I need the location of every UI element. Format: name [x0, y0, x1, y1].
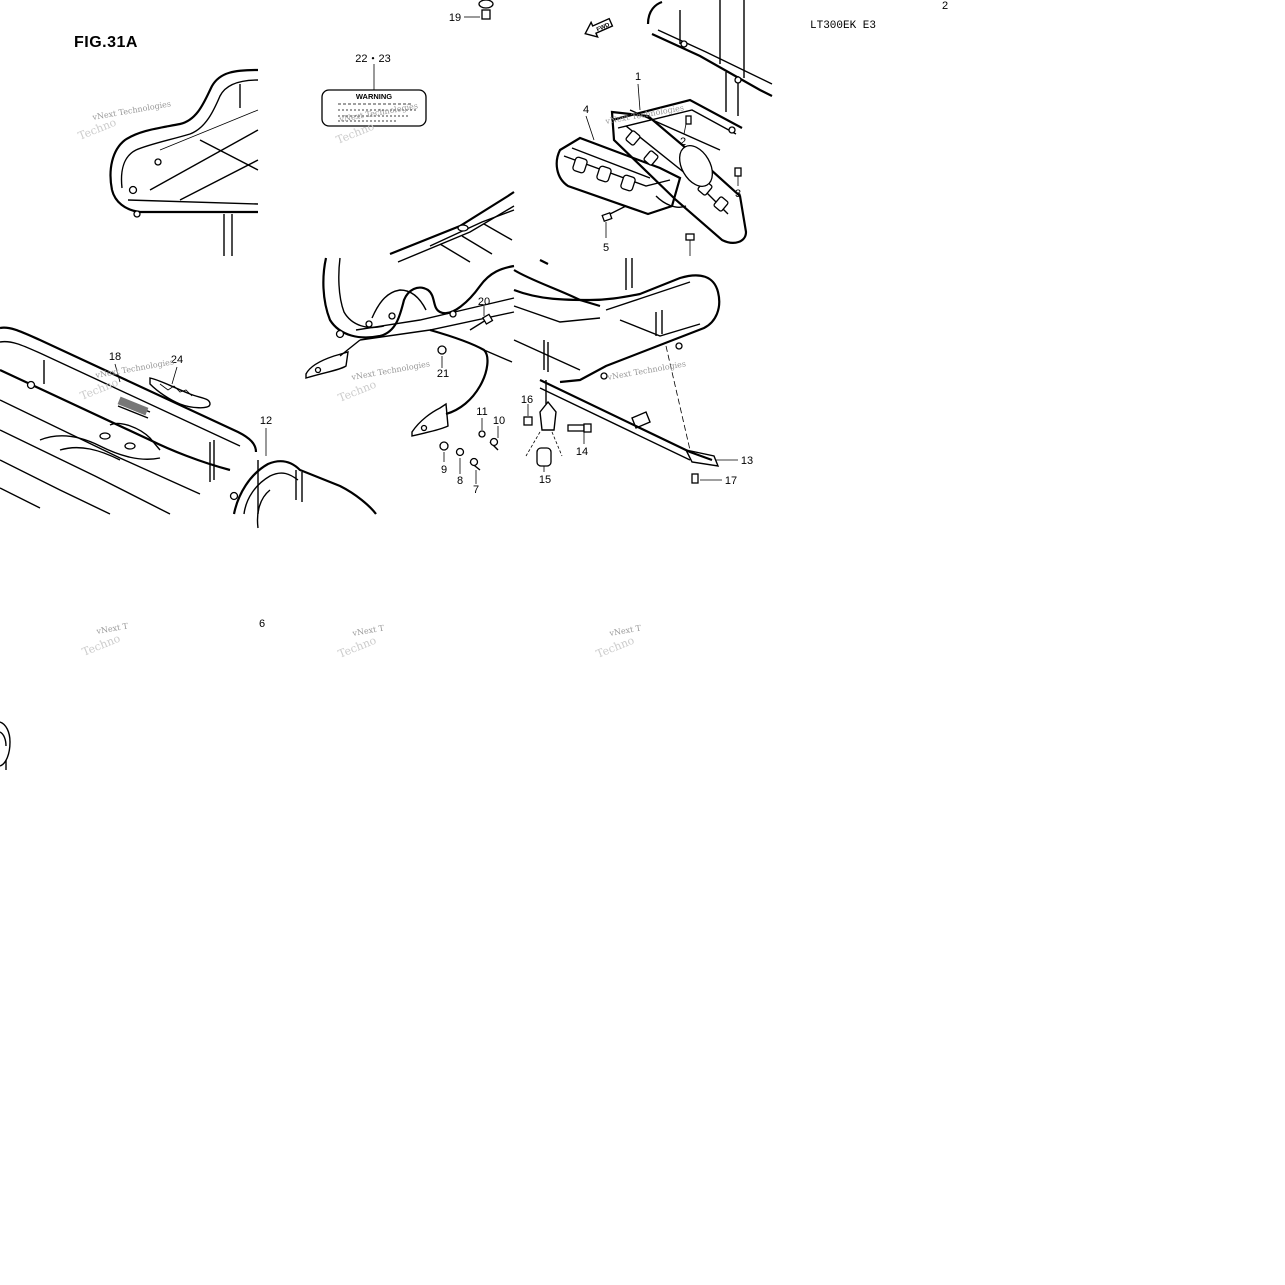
rear-rack-assembly: [513, 258, 738, 484]
watermarks: vNext Technologies Techno vNext Technolo…: [76, 99, 686, 660]
svg-text:Techno: Techno: [336, 634, 378, 661]
center-carrier-assembly: [305, 191, 515, 484]
callout-20: 20: [478, 296, 490, 308]
figure-title: FIG.31A: [74, 34, 138, 51]
callout-9: 9: [441, 464, 447, 476]
svg-text:vNext Technologies: vNext Technologies: [350, 359, 431, 382]
step-assembly: FWD: [555, 0, 773, 256]
callout-17: 17: [725, 475, 737, 487]
callout-8: 8: [457, 475, 463, 487]
callout-16: 16: [521, 394, 533, 406]
fwd-arrow-icon: FWD: [584, 17, 614, 38]
callout-24: 24: [171, 354, 183, 366]
svg-text:Techno: Techno: [336, 378, 378, 405]
rear-carrier-detail: [0, 326, 377, 529]
svg-text:vNext Technologies: vNext Technologies: [91, 99, 172, 122]
svg-text:vNext Technologies: vNext Technologies: [94, 357, 175, 380]
callout-11: 11: [476, 406, 487, 418]
svg-text:Techno: Techno: [78, 376, 120, 403]
callout-13: 13: [741, 455, 753, 467]
callout-2: 2: [680, 136, 686, 148]
svg-text:vNext Technologies: vNext Technologies: [606, 359, 687, 382]
callout-10: 10: [493, 415, 505, 427]
part-19: [464, 0, 494, 20]
fragment-lower-left: [0, 721, 11, 770]
callout-14: 14: [576, 446, 588, 458]
warning-label: WARNING: [321, 64, 427, 127]
fwd-label: FWD: [596, 22, 612, 33]
callout-21: 21: [437, 368, 449, 380]
front-carrier-detail: [109, 68, 259, 256]
callout-3: 3: [735, 188, 741, 200]
callouts: 1 2 3 4 5 6 7 8 9 10 11 12 13 14 15 16 1…: [109, 12, 753, 630]
svg-text:Techno: Techno: [594, 634, 636, 661]
callout-15: 15: [539, 474, 551, 486]
corner-number: 2: [942, 0, 949, 12]
callout-7: 7: [473, 484, 479, 496]
callout-12: 12: [260, 415, 272, 427]
callout-22-23: 22・23: [355, 53, 390, 65]
callout-6: 6: [259, 618, 265, 630]
model-code: LT300EK E3: [810, 20, 877, 32]
callout-5: 5: [603, 242, 609, 254]
svg-text:Techno: Techno: [80, 632, 122, 659]
callout-4: 4: [583, 104, 589, 116]
callout-18: 18: [109, 351, 121, 363]
warning-label-heading: WARNING: [356, 92, 392, 101]
callout-19: 19: [449, 12, 461, 24]
callout-1: 1: [635, 71, 641, 83]
